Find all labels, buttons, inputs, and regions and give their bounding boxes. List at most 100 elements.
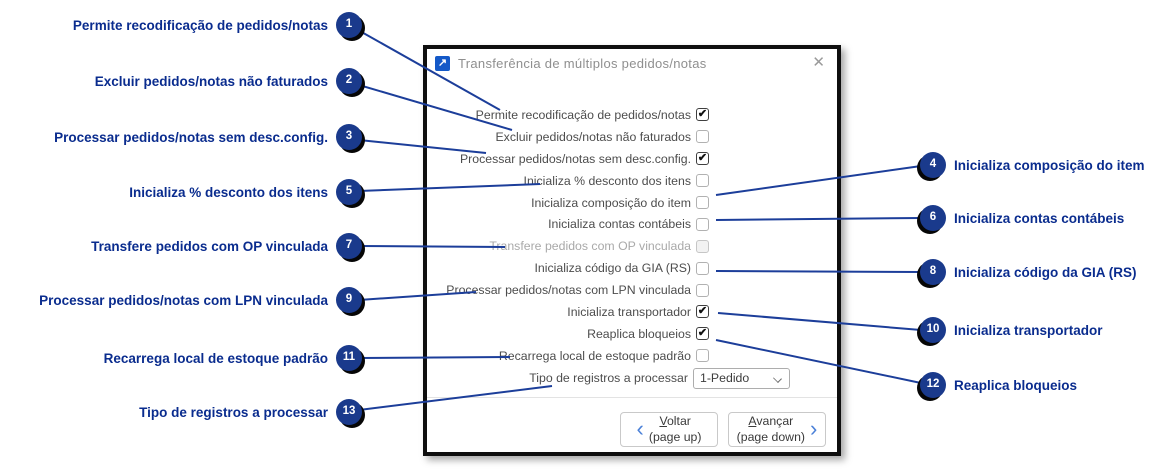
- checkbox-label: Inicializa % desconto dos itens: [523, 173, 691, 188]
- checkbox-label: Inicializa contas contábeis: [548, 217, 691, 232]
- callout: Inicializa % desconto dos itens 5: [129, 179, 362, 205]
- chevron-left-icon: ‹: [636, 415, 644, 441]
- checkbox[interactable]: ✔: [696, 196, 709, 209]
- checkbox[interactable]: ✔: [696, 151, 709, 166]
- checkmark-icon: ✔: [697, 107, 708, 120]
- callout-label: Inicializa % desconto dos itens: [129, 184, 328, 200]
- callout-label: Inicializa código da GIA (RS): [954, 264, 1137, 280]
- callout-label: Recarrega local de estoque padrão: [103, 350, 328, 366]
- checkbox-row: Processar pedidos/notas sem desc.config.…: [427, 148, 837, 170]
- callout: 8 Inicializa código da GIA (RS): [920, 259, 1137, 285]
- callout-label: Processar pedidos/notas com LPN vinculad…: [39, 292, 328, 308]
- callout: 6 Inicializa contas contábeis: [920, 205, 1124, 231]
- checkbox-row: Excluir pedidos/notas não faturados ✔: [427, 126, 837, 148]
- forward-button[interactable]: Avançar (page down) ›: [728, 412, 826, 447]
- external-link-icon: ↗: [435, 56, 450, 71]
- callout-label: Permite recodificação de pedidos/notas: [72, 17, 328, 33]
- callout-label: Excluir pedidos/notas não faturados: [94, 73, 328, 89]
- callout-number-badge: 7: [336, 233, 362, 259]
- dialog-title: Transferência de múltiplos pedidos/notas: [458, 56, 707, 71]
- checkbox-label: Transfere pedidos com OP vinculada: [489, 239, 691, 254]
- checkbox-label: Processar pedidos/notas sem desc.config.: [459, 151, 691, 166]
- record-type-dropdown[interactable]: 1-Pedido: [693, 367, 790, 389]
- callout-label: Tipo de registros a processar: [139, 404, 328, 420]
- checkbox-row: Permite recodificação de pedidos/notas ✔: [427, 104, 837, 126]
- chevron-down-icon: [773, 373, 782, 383]
- checkbox-label: Permite recodificação de pedidos/notas: [475, 107, 691, 122]
- checkmark-icon: ✔: [697, 151, 708, 164]
- checkbox[interactable]: ✔: [696, 283, 709, 297]
- callout: Recarrega local de estoque padrão 11: [104, 345, 362, 371]
- callout-number-badge: 6: [920, 205, 946, 231]
- callout: 12 Reaplica bloqueios: [920, 372, 1077, 398]
- checkbox[interactable]: ✔: [696, 261, 709, 275]
- callout-number-badge: 8: [920, 259, 946, 285]
- dialog-titlebar: ↗ Transferência de múltiplos pedidos/not…: [427, 49, 837, 79]
- callout-label: Reaplica bloqueios: [954, 377, 1078, 393]
- callout-label: Inicializa contas contábeis: [954, 210, 1125, 226]
- checkbox-row: Inicializa código da GIA (RS) ✔: [427, 257, 837, 279]
- checkbox-list: Permite recodificação de pedidos/notas ✔…: [427, 104, 837, 367]
- checkbox-row: Inicializa transportador ✔: [427, 301, 837, 323]
- checkbox-label: Inicializa código da GIA (RS): [534, 261, 691, 276]
- checkbox[interactable]: ✔: [696, 349, 709, 363]
- callout: 10 Inicializa transportador: [920, 317, 1103, 343]
- checkbox-row: Inicializa % desconto dos itens ✔: [427, 170, 837, 192]
- checkbox[interactable]: ✔: [696, 107, 709, 122]
- checkbox-row: Reaplica bloqueios ✔: [427, 323, 837, 345]
- callout-label: Transfere pedidos com OP vinculada: [91, 238, 328, 254]
- back-button-sublabel: (page up): [648, 429, 702, 444]
- dropdown-label: Tipo de registros a processar: [529, 371, 688, 385]
- callout-number-badge: 10: [920, 317, 946, 343]
- checkbox[interactable]: ✔: [696, 130, 709, 144]
- callout-number-badge: 12: [920, 372, 946, 398]
- checkbox[interactable]: ✔: [696, 326, 709, 341]
- checkbox-row: Inicializa contas contábeis ✔: [427, 213, 837, 235]
- checkmark-icon: ✔: [697, 326, 708, 339]
- callout: Transfere pedidos com OP vinculada 7: [91, 233, 362, 259]
- transfer-dialog: ↗ Transferência de múltiplos pedidos/not…: [423, 45, 841, 456]
- checkbox-label: Reaplica bloqueios: [587, 326, 691, 341]
- callout-number-badge: 5: [336, 179, 362, 205]
- forward-button-sublabel: (page down): [736, 429, 806, 444]
- checkbox[interactable]: ✔: [696, 217, 709, 231]
- callout-number-badge: 1: [336, 12, 362, 38]
- checkbox[interactable]: ✔: [696, 304, 709, 319]
- checkbox-label: Recarrega local de estoque padrão: [498, 348, 691, 363]
- callout-number-badge: 2: [336, 68, 362, 94]
- checkbox-row: Processar pedidos/notas com LPN vinculad…: [427, 279, 837, 301]
- callout-label: Processar pedidos/notas sem desc.config.: [54, 129, 328, 145]
- callout: Processar pedidos/notas com LPN vinculad…: [39, 287, 362, 313]
- checkbox[interactable]: ✔: [696, 239, 709, 253]
- checkbox[interactable]: ✔: [696, 174, 709, 188]
- callout: Permite recodificação de pedidos/notas 1: [73, 12, 362, 38]
- callout-number-badge: 11: [336, 345, 362, 371]
- callout-number-badge: 3: [336, 124, 362, 150]
- back-button-label: Voltar: [659, 413, 691, 428]
- footer-separator: [427, 397, 837, 398]
- chevron-right-icon: ›: [810, 415, 818, 441]
- dropdown-wrap: Tipo de registros a processar 1-Pedido: [427, 367, 837, 389]
- back-button[interactable]: ‹ Voltar (page up): [620, 412, 718, 447]
- dropdown-row: Tipo de registros a processar 1-Pedido: [427, 367, 837, 389]
- checkbox-row: Recarrega local de estoque padrão ✔: [427, 345, 837, 367]
- callout-number-badge: 9: [336, 287, 362, 313]
- checkbox-row: Inicializa composição do item ✔: [427, 192, 837, 214]
- callout: Excluir pedidos/notas não faturados 2: [95, 68, 362, 94]
- checkbox-label: Processar pedidos/notas com LPN vinculad…: [446, 283, 691, 298]
- forward-button-label: Avançar: [748, 413, 794, 428]
- checkbox-label: Inicializa composição do item: [531, 195, 691, 210]
- dropdown-value: 1-Pedido: [700, 371, 750, 385]
- callout-label: Inicializa transportador: [954, 322, 1103, 338]
- callout: Processar pedidos/notas sem desc.config.…: [54, 124, 362, 150]
- checkbox-label: Inicializa transportador: [567, 304, 691, 319]
- checkbox-label: Excluir pedidos/notas não faturados: [495, 129, 691, 144]
- callout-number-badge: 13: [336, 399, 362, 425]
- checkmark-icon: ✔: [697, 304, 708, 317]
- callout: Tipo de registros a processar 13: [139, 399, 362, 425]
- close-icon[interactable]: ✕: [812, 54, 825, 71]
- callout: 4 Inicializa composição do item: [920, 152, 1145, 178]
- callout-number-badge: 4: [920, 152, 946, 178]
- checkbox-row: Transfere pedidos com OP vinculada ✔: [427, 235, 837, 257]
